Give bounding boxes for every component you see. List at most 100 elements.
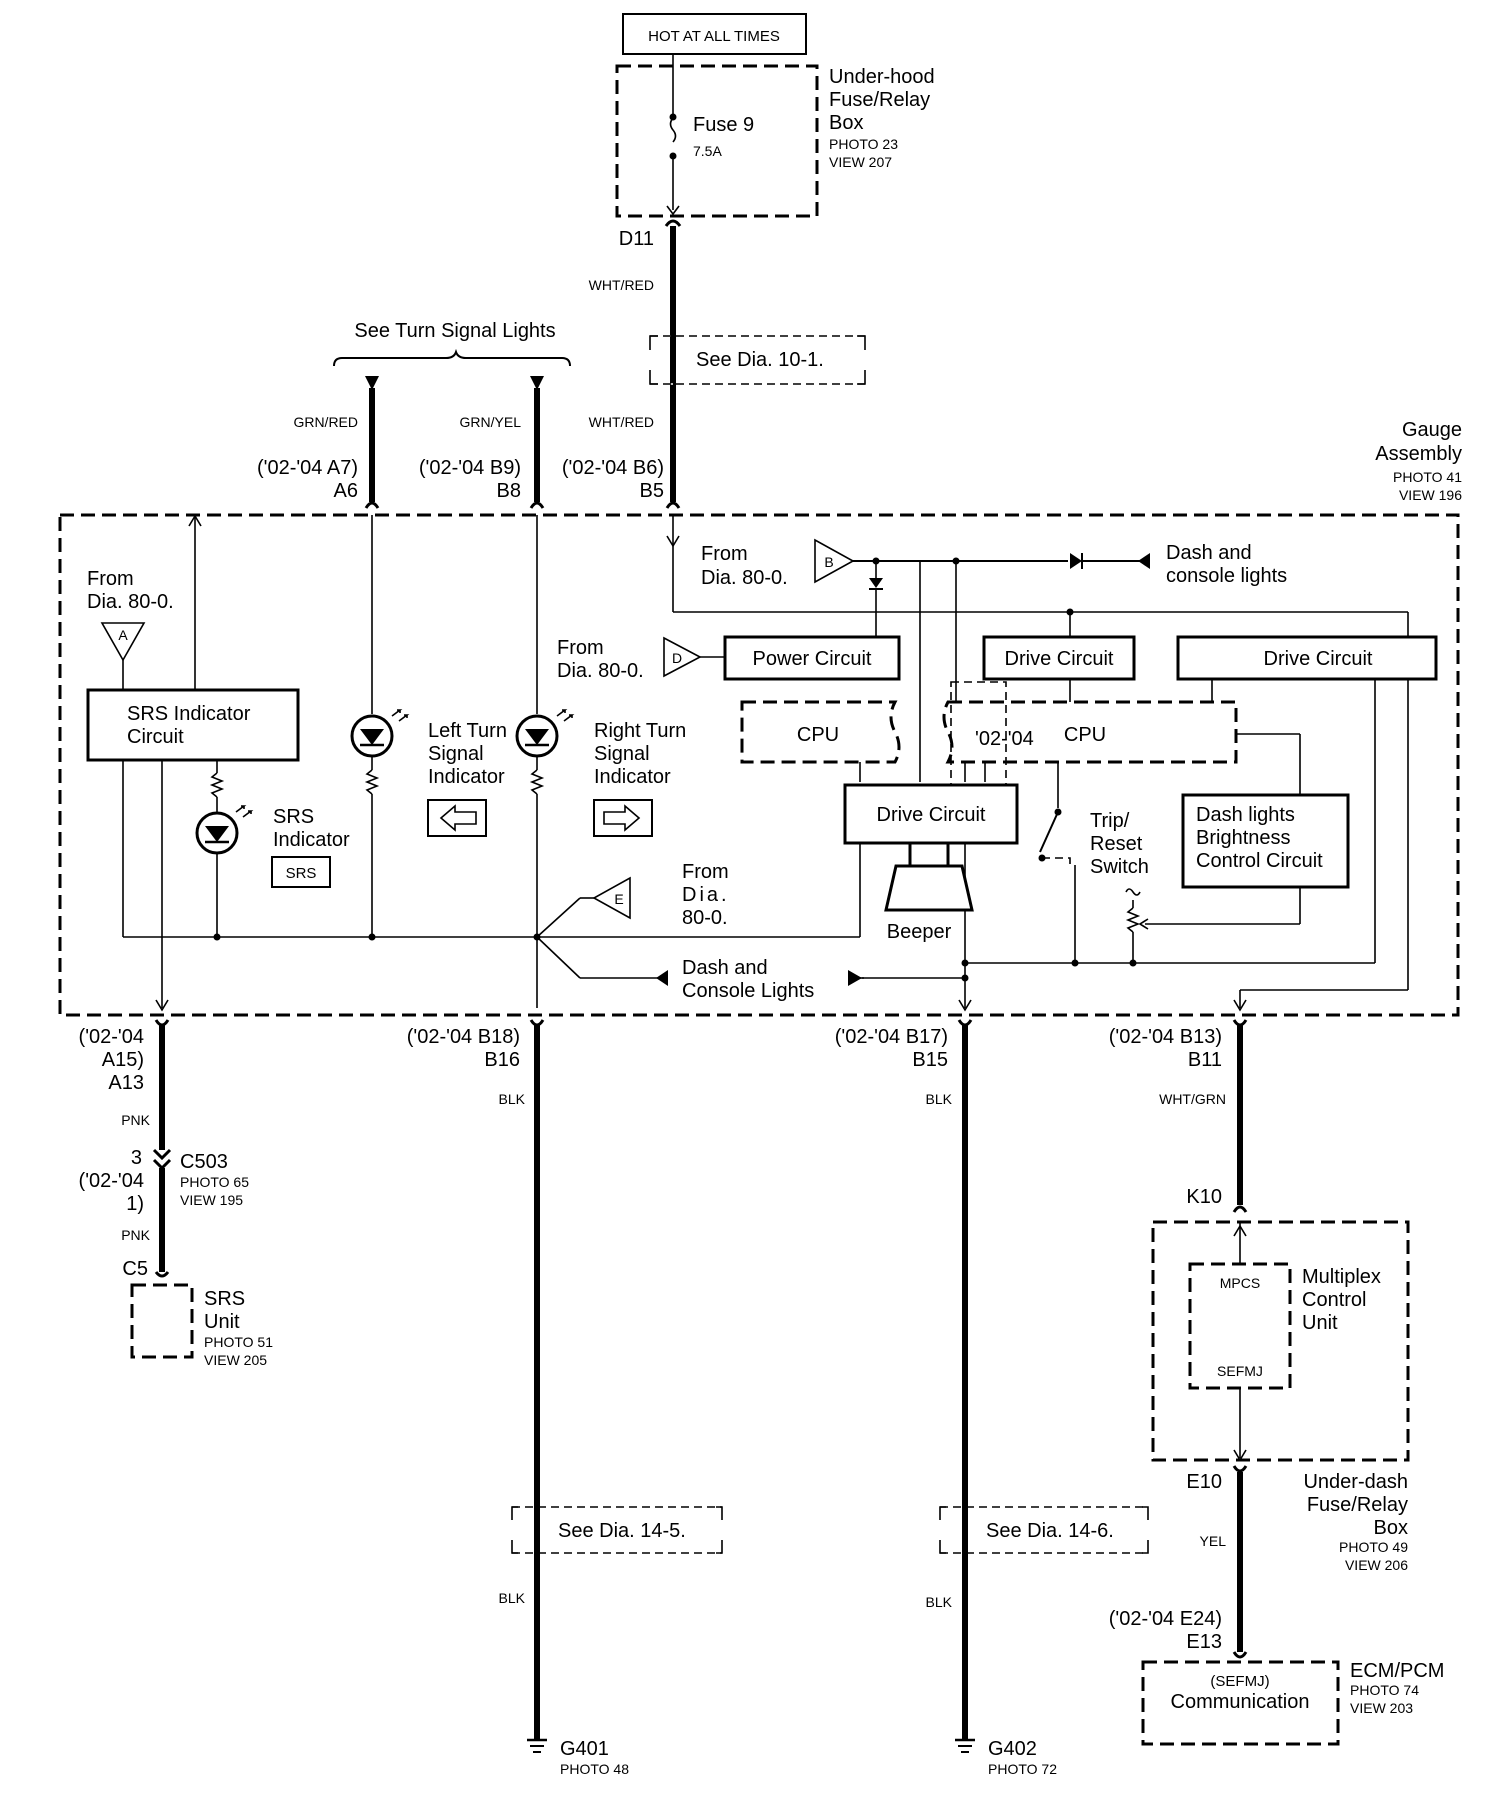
pin-e13: E13: [1186, 1631, 1222, 1653]
drive-circuit-1: [982, 635, 1136, 681]
pin-a13-alt-1: ('02-'04: [79, 1026, 144, 1048]
left-turn-label-2: Signal: [428, 743, 484, 765]
multiplex-1: Multiplex: [1302, 1266, 1381, 1288]
pin-b5: B5: [640, 480, 664, 502]
srs-unit-photo: PHOTO 51: [204, 1334, 273, 1350]
right-arrow-icon: [603, 804, 641, 832]
dash-console-arrow-top: [1138, 553, 1150, 569]
srs-circuit-label-2: Circuit: [127, 726, 184, 748]
tag-a-triangle: [100, 622, 146, 662]
wire-label-blk-2: BLK: [499, 1590, 526, 1606]
underhood-fuse-box-title-2: Fuse/Relay: [829, 89, 930, 111]
srs-badge: SRS: [286, 865, 317, 882]
wire-label-pnk-2: PNK: [121, 1227, 150, 1243]
c503-photo: PHOTO 65: [180, 1174, 249, 1190]
right-turn-label-1: Right Turn: [594, 720, 686, 742]
cpu-2-label: CPU: [1064, 724, 1106, 746]
underhood-fuse-box-title-1: Under-hood: [829, 66, 935, 88]
from-dia-b-2: Dia. 80-0.: [701, 567, 788, 589]
tag-d-triangle: [663, 636, 702, 678]
cpu-year-label: '02-'04: [975, 728, 1034, 750]
srs-indicator-label-2: Indicator: [273, 829, 350, 851]
ecm-communication: Communication: [1171, 1691, 1310, 1713]
srs-unit-label-2: Unit: [204, 1311, 240, 1333]
cpu-year-bracket: [950, 681, 1007, 793]
fuse-rating: 7.5A: [693, 143, 722, 159]
underdash-title-3: Box: [1374, 1517, 1408, 1539]
drive-circuit-2: [1176, 635, 1438, 681]
srs-unit-box: [130, 1283, 194, 1359]
power-circuit: [723, 635, 901, 681]
tag-e: E: [614, 891, 623, 907]
multiplex-3: Unit: [1302, 1312, 1338, 1334]
underhood-fuse-box-title-3: Box: [829, 112, 863, 134]
from-dia-e-2: Dia.: [682, 884, 730, 906]
from-dia-d-2: Dia. 80-0.: [557, 660, 644, 682]
wire-label-blk-1: BLK: [499, 1091, 526, 1107]
ecm-photo: PHOTO 74: [1350, 1682, 1419, 1698]
mpcs-label: MPCS: [1220, 1275, 1260, 1291]
sefmj-label: SEFMJ: [1217, 1363, 1263, 1379]
c503-name: C503: [180, 1151, 228, 1173]
from-dia-a-2: Dia. 80-0.: [87, 591, 174, 613]
underhood-fuse-box-photo: PHOTO 23: [829, 136, 898, 152]
left-arrow-box: [427, 799, 487, 837]
underdash-view: VIEW 206: [1345, 1557, 1408, 1573]
underdash-title-2: Fuse/Relay: [1307, 1494, 1408, 1516]
pin-b5-alt: ('02-'04 B6): [562, 457, 664, 479]
pin-e10: E10: [1186, 1471, 1222, 1493]
right-arrow-box: [593, 799, 653, 837]
underdash-photo: PHOTO 49: [1339, 1539, 1408, 1555]
left-turn-label-1: Left Turn: [428, 720, 507, 742]
wire-label-yel: YEL: [1200, 1533, 1227, 1549]
dash-brightness-2: Brightness: [1196, 827, 1291, 849]
wire-label-whtred-1: WHT/RED: [589, 277, 654, 293]
wire-label-grnyel: GRN/YEL: [460, 414, 522, 430]
srs-resistor: [209, 772, 225, 798]
wire-label-whtgrn: WHT/GRN: [1159, 1091, 1226, 1107]
tag-d: D: [672, 650, 682, 666]
underhood-fuse-box-view: VIEW 207: [829, 154, 892, 170]
drive-circuit-3-label: Drive Circuit: [877, 804, 986, 826]
turn-signal-brace: [333, 348, 571, 367]
tag-b-triangle: [814, 538, 855, 584]
dash-console-bottom-2: Console Lights: [682, 980, 814, 1002]
hot-at-all-times-label: HOT AT ALL TIMES: [648, 28, 780, 45]
gauge-assembly-view: VIEW 196: [1399, 487, 1462, 503]
cpu-1-label: CPU: [797, 724, 839, 746]
gauge-assembly-photo: PHOTO 41: [1393, 469, 1462, 485]
srs-indicator-label-1: SRS: [273, 806, 314, 828]
pin-b16-alt: ('02-'04 B18): [407, 1026, 520, 1048]
pin-e13-alt: ('02-'04 E24): [1109, 1608, 1222, 1630]
from-dia-e-1: From: [682, 861, 729, 883]
pin-b8-alt: ('02-'04 B9): [419, 457, 521, 479]
srs-unit-label-1: SRS: [204, 1288, 245, 1310]
from-dia-a-1: From: [87, 568, 134, 590]
pin-k10: K10: [1186, 1186, 1222, 1208]
gauge-assembly-title-2: Assembly: [1375, 443, 1462, 465]
cpu-2: [942, 700, 1238, 764]
drive-circuit-3: [843, 783, 1019, 845]
power-circuit-label: Power Circuit: [753, 648, 872, 670]
srs-unit-view: VIEW 205: [204, 1352, 267, 1368]
from-dia-d-1: From: [557, 637, 604, 659]
dash-console-top-2: console lights: [1166, 565, 1287, 587]
fuse-9-label: Fuse 9: [693, 114, 754, 136]
c503-pin: 3: [131, 1147, 142, 1169]
pin-b11: B11: [1188, 1049, 1222, 1071]
dash-brightness-control-circuit: [1181, 793, 1350, 889]
from-dia-e-3: 80-0.: [682, 907, 728, 929]
hot-at-all-times-box: [622, 13, 807, 55]
c503-alt-1: ('02-'04: [79, 1170, 144, 1192]
dash-console-top-1: Dash and: [1166, 542, 1252, 564]
pin-b16: B16: [484, 1049, 520, 1071]
beeper-icon: [884, 864, 974, 912]
c503-alt-2: 1): [126, 1193, 144, 1215]
fuse-symbol: [669, 117, 677, 143]
pin-c5: C5: [122, 1258, 148, 1280]
dash-brightness-1: Dash lights: [1196, 804, 1295, 826]
left-turn-label-3: Indicator: [428, 766, 505, 788]
pin-d11: D11: [619, 228, 654, 250]
wire-label-whtred-2: WHT/RED: [589, 414, 654, 430]
dimmer-rheostat: [1125, 907, 1141, 933]
